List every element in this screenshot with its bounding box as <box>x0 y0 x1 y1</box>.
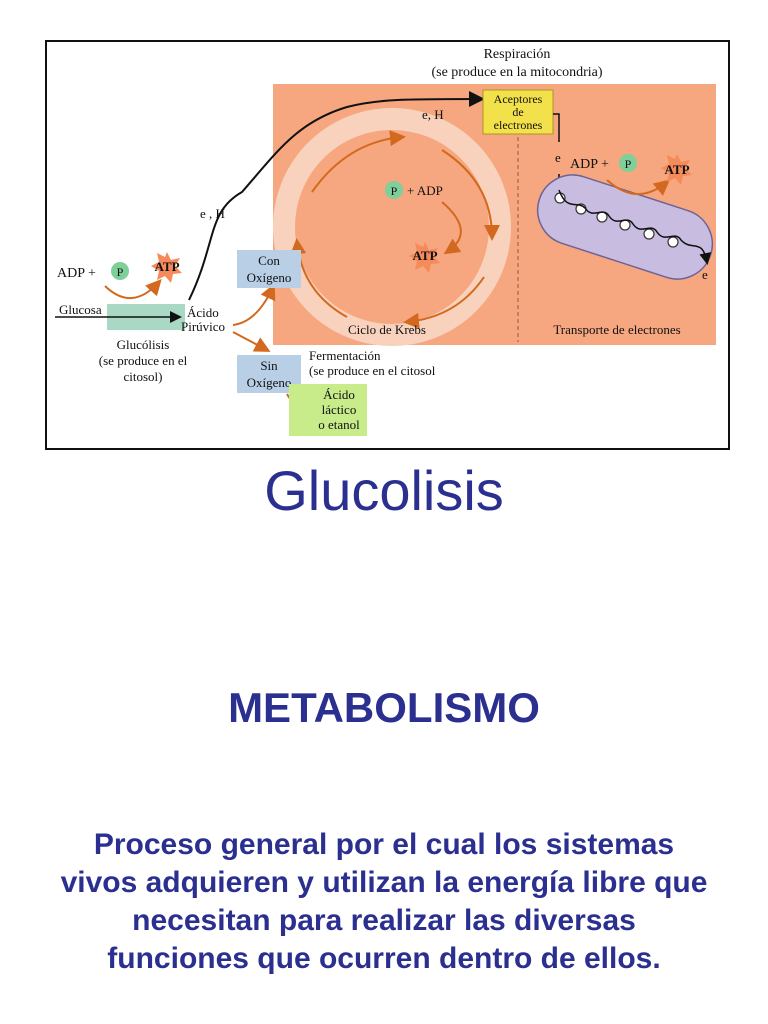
glycolysis-p-circle <box>111 262 129 280</box>
krebs-arrow-3 <box>403 276 485 329</box>
electron-hydrogen-label-top: e, H <box>422 107 444 122</box>
slide-subtitle: METABOLISMO <box>228 684 540 731</box>
fermentation-note: (se produce en el citosol <box>309 363 436 378</box>
glycolysis-note-1: (se produce en el <box>99 353 188 368</box>
electron-path-arrow <box>188 91 485 301</box>
respiration-note: (se produce en la mitocondria) <box>431 65 602 80</box>
krebs-atp-star <box>409 242 440 273</box>
with-oxygen-box <box>237 250 301 288</box>
krebs-cycle-label: Ciclo de Krebs <box>348 322 426 337</box>
krebs-arrow-2 <box>441 149 500 241</box>
fermentation-label: Fermentación <box>309 348 381 363</box>
krebs-cycle-ring <box>273 108 511 346</box>
to-no-oxygen-arrow <box>232 331 271 352</box>
without-oxygen-line-1: Sin <box>260 358 278 373</box>
electron-transport-label: Transporte de electrones <box>553 322 680 337</box>
glycolysis-adp-label: ADP + <box>57 266 96 281</box>
transport-electron-arrows <box>558 189 712 265</box>
acceptors-line-1: Aceptores <box>494 92 543 106</box>
lactic-line-2: láctico <box>322 402 357 417</box>
transport-atp-star <box>661 154 692 185</box>
lactic-line-1: Ácido <box>323 387 355 402</box>
glucose-label: Glucosa <box>59 302 102 317</box>
lactic-line-3: o etanol <box>318 417 360 432</box>
krebs-p-circle <box>385 181 403 199</box>
transport-p-circle <box>619 154 637 172</box>
with-oxygen-line-2: Oxígeno <box>247 270 292 285</box>
glycolysis-atp-arrow <box>104 279 162 300</box>
electron-label: e <box>555 150 561 165</box>
acceptors-line-2: de <box>512 105 523 119</box>
glycolysis-atp-label: ATP <box>154 259 179 274</box>
slide-title: Glucolisis <box>264 459 504 522</box>
with-oxygen-line-1: Con <box>258 253 280 268</box>
slide-body-text: Proceso general por el cual los sistemas… <box>60 828 708 975</box>
metabolism-diagram: Respiración (se produce en la mitocondri… <box>45 40 730 450</box>
krebs-atp-arrow <box>441 201 462 255</box>
krebs-p-plus-adp: + ADP <box>407 183 443 198</box>
electron-hydrogen-label-mid: e , H <box>200 206 225 221</box>
krebs-arrow-1 <box>311 130 406 193</box>
acceptors-line-3: electrones <box>494 118 543 132</box>
electron-acceptors-box <box>482 89 554 135</box>
transport-atp-arrow <box>606 179 671 196</box>
respiration-title: Respiración <box>484 47 551 62</box>
glycolysis-p-symbol: P <box>117 265 124 279</box>
lactic-acid-box <box>289 384 367 436</box>
electron-label-end: e <box>702 267 708 282</box>
transport-atp-label: ATP <box>664 162 689 177</box>
without-oxygen-line-2: Oxígeno <box>247 375 292 390</box>
glycolysis-label: Glucólisis <box>117 337 170 352</box>
krebs-p-symbol: P <box>391 184 398 198</box>
pyruvic-line-1: Ácido <box>187 305 219 320</box>
glycolysis-atp-star <box>151 252 182 283</box>
krebs-atp-label: ATP <box>412 248 437 263</box>
pyruvic-line-2: Pirúvico <box>181 319 225 334</box>
glycolysis-note-2: citosol) <box>124 369 163 384</box>
to-oxygen-arrow <box>232 283 276 326</box>
transport-adp-label: ADP + <box>570 157 609 172</box>
metabolism-diagram-svg: Respiración (se produce en la mitocondri… <box>55 47 716 436</box>
transport-p-symbol: P <box>625 157 632 171</box>
